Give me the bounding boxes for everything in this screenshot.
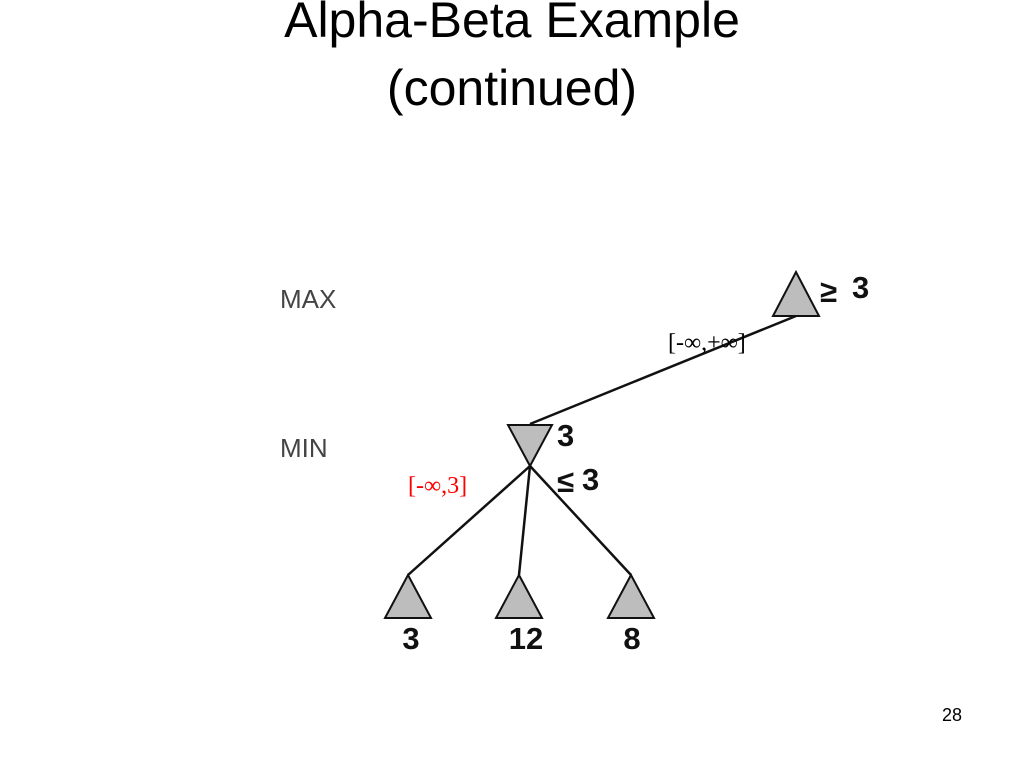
slide-page-number: 28: [941, 705, 963, 725]
slide-title-line-1: Alpha-Beta Example: [284, 0, 740, 48]
slide-title-line-2: (continued): [386, 60, 638, 116]
edge-min-to-leaf-3: [529, 465, 632, 576]
root-bound-value: 3: [852, 270, 869, 305]
leaf-node-2: [494, 572, 544, 619]
max-root-node: [771, 269, 821, 317]
leaf-value-1: 3: [402, 621, 419, 656]
edge-min-to-leaf-1: [407, 465, 531, 576]
leaf-value-2: 12: [509, 621, 543, 656]
root-interval-label: [-∞,+∞]: [668, 330, 746, 356]
leaf-node-1: [383, 572, 433, 619]
edge-min-to-leaf-2: [517, 465, 532, 576]
min-interval-label: [-∞,3]: [408, 473, 467, 499]
edge-root-to-min: [529, 314, 797, 426]
min-level-label: MIN: [280, 433, 328, 463]
leaf-node-3: [606, 572, 656, 619]
min-node-value: 3: [557, 418, 574, 453]
min-bound-value: 3: [582, 462, 599, 497]
slide-title: Alpha-Beta Example (continued): [0, 0, 1024, 122]
min-node: [506, 424, 554, 469]
leaf-value-3: 8: [623, 621, 640, 656]
root-bound-symbol: ≥: [820, 274, 837, 309]
min-bound-symbol: ≤: [557, 464, 574, 499]
max-level-label: MAX: [280, 284, 336, 314]
